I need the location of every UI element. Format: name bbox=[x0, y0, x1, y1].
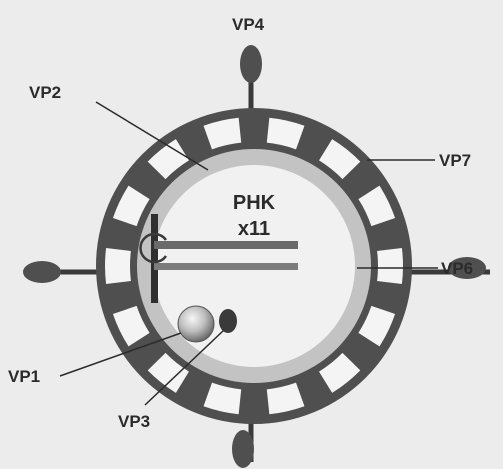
spoke-right-knob bbox=[448, 257, 486, 279]
vp1-sphere bbox=[177, 305, 215, 343]
center-subtitle: x11 bbox=[238, 218, 270, 240]
ring-window bbox=[266, 117, 305, 150]
ring-window bbox=[319, 139, 361, 180]
leader-vp1 bbox=[59, 332, 182, 377]
phk-bars bbox=[139, 214, 298, 303]
ring-windows bbox=[105, 117, 404, 415]
ring-window bbox=[266, 382, 305, 415]
ring-window bbox=[147, 352, 189, 393]
ring-window bbox=[358, 305, 396, 347]
label-vp3: VP3 bbox=[118, 412, 150, 431]
ring-window bbox=[358, 185, 396, 227]
bar-hook bbox=[139, 232, 168, 264]
ring-window bbox=[112, 305, 150, 347]
spoke-left-knob bbox=[23, 261, 61, 283]
vp3-oval bbox=[219, 309, 237, 333]
label-vp1: VP1 bbox=[8, 367, 40, 386]
ring-window bbox=[203, 382, 242, 415]
spoke-top-knob bbox=[240, 45, 262, 83]
label-vp6: VP6 bbox=[441, 259, 473, 278]
ring-window bbox=[147, 139, 189, 180]
ring-window bbox=[319, 352, 361, 393]
leader-lines bbox=[59, 101, 438, 406]
ring-window bbox=[105, 247, 131, 285]
ring-window bbox=[377, 247, 404, 285]
ring-window bbox=[112, 185, 150, 227]
spoke-bottom-knob bbox=[232, 430, 254, 468]
bar-vertical bbox=[151, 214, 158, 303]
label-vp4: VP4 bbox=[232, 15, 265, 34]
leader-vp3 bbox=[144, 329, 225, 406]
bar-lower bbox=[154, 263, 298, 270]
ring-window bbox=[203, 117, 242, 150]
label-vp2: VP2 bbox=[29, 83, 61, 102]
center-title: PHK bbox=[233, 192, 276, 214]
label-vp7: VP7 bbox=[439, 151, 471, 170]
leader-vp2 bbox=[95, 101, 209, 171]
bar-upper bbox=[154, 241, 298, 249]
